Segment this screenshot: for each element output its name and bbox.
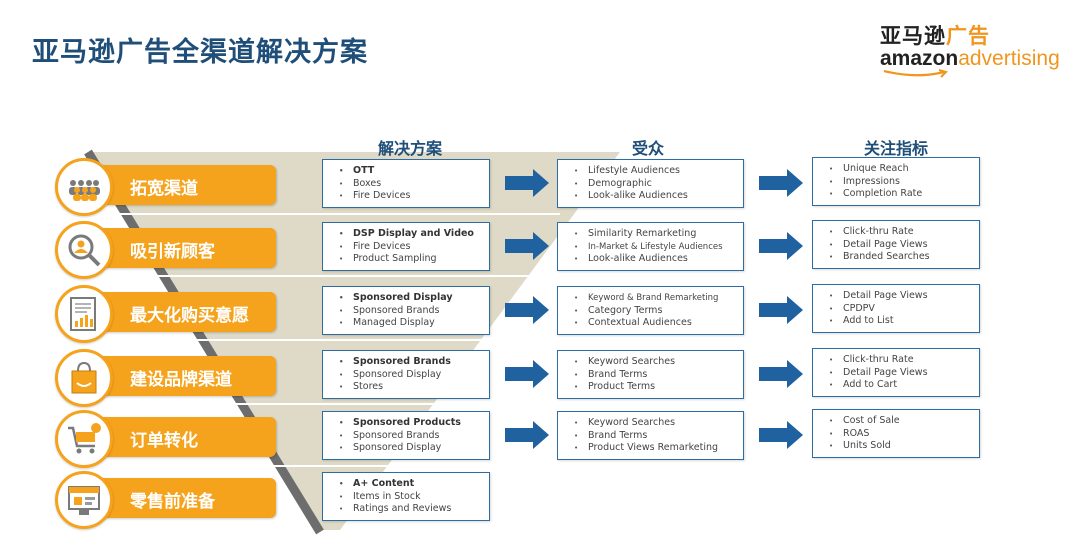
solutions-item: Product Sampling	[323, 253, 489, 266]
solutions-item: Sponsored Brands	[323, 305, 489, 318]
audiences-item: Brand Terms	[558, 369, 743, 382]
metrics-item: CPDPV	[813, 303, 979, 316]
solutions-item: Items in Stock	[323, 491, 489, 504]
row-icon-circle	[55, 285, 113, 343]
row-label-text: 吸引新顾客	[130, 242, 215, 262]
right-arrow-icon	[505, 360, 549, 388]
row-icon-circle	[55, 158, 113, 216]
amazon-smile-icon	[883, 69, 948, 78]
row-icon-circle	[55, 221, 113, 279]
solutions-box: DSP Display and VideoFire DevicesProduct…	[322, 222, 490, 271]
solutions-item: A+ Content	[323, 478, 489, 491]
audiences-item: Demographic	[558, 178, 743, 191]
solutions-item: OTT	[323, 165, 489, 178]
solutions-item: Managed Display	[323, 317, 489, 330]
solutions-item: Fire Devices	[323, 190, 489, 203]
right-arrow-icon	[505, 296, 549, 324]
audiences-item: Product Terms	[558, 381, 743, 394]
audiences-item: Similarity Remarketing	[558, 228, 743, 241]
metrics-item: Detail Page Views	[813, 290, 979, 303]
row-label: 吸引新顾客	[78, 228, 276, 268]
right-arrow-icon	[505, 421, 549, 449]
solutions-item: Sponsored Brands	[323, 356, 489, 369]
solutions-item: Sponsored Display	[323, 442, 489, 455]
audiences-item: Brand Terms	[558, 430, 743, 443]
solutions-item: Stores	[323, 381, 489, 394]
metrics-item: ROAS	[813, 428, 979, 441]
audiences-box: Keyword SearchesBrand TermsProduct Terms	[557, 350, 744, 399]
metrics-item: Add to List	[813, 315, 979, 328]
audiences-item: Keyword Searches	[558, 417, 743, 430]
solutions-item: Sponsored Display	[323, 369, 489, 382]
row-label-text: 零售前准备	[130, 492, 215, 512]
metrics-box: Cost of SaleROASUnits Sold	[812, 409, 980, 458]
column-header-audiences: 受众	[631, 139, 664, 158]
solutions-item: Fire Devices	[323, 241, 489, 254]
row-icon-circle	[55, 410, 113, 468]
audiences-item: Lifestyle Audiences	[558, 165, 743, 178]
solutions-item: Sponsored Brands	[323, 430, 489, 443]
audiences-box: Similarity RemarketingIn-Market & Lifest…	[557, 222, 744, 271]
metrics-item: Detail Page Views	[813, 367, 979, 380]
metrics-item: Click-thru Rate	[813, 354, 979, 367]
row-label-text: 拓宽渠道	[130, 179, 198, 199]
solutions-item: DSP Display and Video	[323, 228, 489, 241]
right-arrow-icon	[759, 360, 803, 388]
audiences-box: Keyword SearchesBrand TermsProduct Views…	[557, 411, 744, 460]
metrics-item: Units Sold	[813, 440, 979, 453]
solutions-box: Sponsored DisplaySponsored BrandsManaged…	[322, 286, 490, 335]
audiences-item: Look-alike Audiences	[558, 190, 743, 203]
audiences-item: Keyword & Brand Remarketing	[558, 292, 743, 305]
right-arrow-icon	[759, 296, 803, 324]
metrics-item: Add to Cart	[813, 379, 979, 392]
metrics-item: Cost of Sale	[813, 415, 979, 428]
right-arrow-icon	[505, 169, 549, 197]
right-arrow-icon	[759, 169, 803, 197]
solutions-item: Sponsored Display	[323, 292, 489, 305]
audiences-item: Category Terms	[558, 305, 743, 318]
audiences-item: In-Market & Lifestyle Audiences	[558, 241, 743, 254]
column-header-solutions: 解决方案	[377, 139, 442, 158]
row-label-text: 最大化购买意愿	[130, 306, 249, 326]
audiences-box: Keyword & Brand RemarketingCategory Term…	[557, 286, 744, 335]
solutions-item: Ratings and Reviews	[323, 503, 489, 516]
solutions-box: A+ ContentItems in StockRatings and Revi…	[322, 472, 490, 521]
metrics-box: Click-thru RateDetail Page ViewsBranded …	[812, 220, 980, 269]
right-arrow-icon	[759, 421, 803, 449]
metrics-item: Detail Page Views	[813, 239, 979, 252]
right-arrow-icon	[759, 232, 803, 260]
row-icon-circle	[55, 349, 113, 407]
page-title: 亚马逊广告全渠道解决方案	[32, 37, 368, 68]
metrics-item: Branded Searches	[813, 251, 979, 264]
row-label-text: 订单转化	[130, 431, 198, 451]
audiences-item: Product Views Remarketing	[558, 442, 743, 455]
row-label-text: 建设品牌渠道	[130, 370, 232, 390]
audiences-item: Contextual Audiences	[558, 317, 743, 330]
metrics-item: Impressions	[813, 176, 979, 189]
right-arrow-icon	[505, 232, 549, 260]
metrics-item: Completion Rate	[813, 188, 979, 201]
solutions-item: Sponsored Products	[323, 417, 489, 430]
solutions-item: Boxes	[323, 178, 489, 191]
solutions-box: OTTBoxesFire Devices	[322, 159, 490, 208]
audiences-item: Look-alike Audiences	[558, 253, 743, 266]
amazon-advertising-logo: 亚马逊广告 amazonadvertising	[880, 20, 1060, 78]
audiences-item: Keyword Searches	[558, 356, 743, 369]
column-header-metrics: 关注指标	[863, 139, 928, 158]
solutions-box: Sponsored ProductsSponsored BrandsSponso…	[322, 411, 490, 460]
row-icon-circle	[55, 471, 113, 529]
metrics-box: Detail Page ViewsCPDPVAdd to List	[812, 284, 980, 333]
metrics-box: Click-thru RateDetail Page ViewsAdd to C…	[812, 348, 980, 397]
audiences-box: Lifestyle AudiencesDemographicLook-alike…	[557, 159, 744, 208]
metrics-item: Click-thru Rate	[813, 226, 979, 239]
metrics-box: Unique ReachImpressionsCompletion Rate	[812, 157, 980, 206]
solutions-box: Sponsored BrandsSponsored DisplayStores	[322, 350, 490, 399]
metrics-item: Unique Reach	[813, 163, 979, 176]
